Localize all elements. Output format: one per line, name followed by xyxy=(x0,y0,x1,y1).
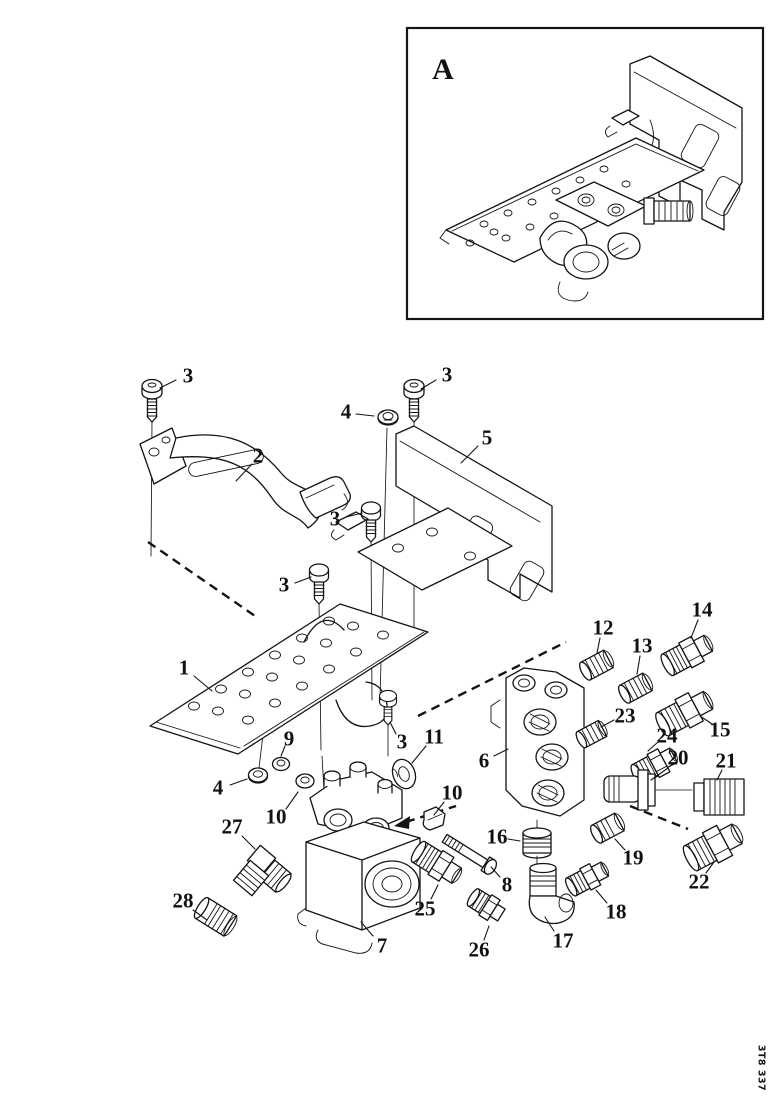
part-10-clip xyxy=(422,806,446,831)
callout-6: 6 xyxy=(478,748,490,773)
part-3-screw-d xyxy=(308,563,330,605)
part-10-nut xyxy=(295,773,315,789)
dashed-lines xyxy=(147,541,689,831)
part-15-fitting xyxy=(655,690,714,737)
part-12-plug xyxy=(578,649,615,681)
dashed-arrowhead xyxy=(394,816,410,829)
callout-7: 7 xyxy=(376,933,388,958)
part-1-mounting-plate xyxy=(149,603,429,755)
callout-26: 26 xyxy=(468,937,490,962)
callout-22: 22 xyxy=(688,869,710,894)
callout-13: 13 xyxy=(631,633,653,658)
callout-20: 20 xyxy=(667,745,689,770)
callout-11: 11 xyxy=(424,724,444,749)
callout-10-a: 10 xyxy=(265,804,287,829)
valve-top-bosses xyxy=(323,761,393,794)
callout-17: 17 xyxy=(552,928,574,953)
callout-5: 5 xyxy=(481,425,493,450)
part-3-screw-a xyxy=(141,378,163,423)
callout-12: 12 xyxy=(592,615,614,640)
callout-3-b: 3 xyxy=(441,362,453,387)
part-26-fitting xyxy=(466,888,506,922)
callout-27: 27 xyxy=(221,814,243,839)
part-5-bracket xyxy=(331,425,553,602)
callout-25: 25 xyxy=(414,896,436,921)
callout-19: 19 xyxy=(622,845,644,870)
part-23-nut xyxy=(575,719,608,749)
callout-3-a: 3 xyxy=(182,363,194,388)
part-14-fitting xyxy=(660,634,714,677)
part-9-nut xyxy=(271,756,291,772)
part-18-fitting xyxy=(564,861,610,897)
callout-9: 9 xyxy=(283,726,295,751)
part-19-nut xyxy=(589,812,626,844)
callout-16: 16 xyxy=(486,824,508,849)
callout-3-e: 3 xyxy=(396,729,408,754)
drawing-number: 3T8 337 xyxy=(755,1044,767,1092)
part-3-screw-b xyxy=(403,378,425,423)
callout-2: 2 xyxy=(252,443,264,468)
part-17-elbow xyxy=(528,862,575,925)
part-7-valve-body xyxy=(297,761,421,954)
part-3-screw-c xyxy=(360,501,382,543)
callout-14: 14 xyxy=(691,597,713,622)
callout-4-b: 4 xyxy=(212,775,224,800)
part-21-hose-connector xyxy=(693,778,745,816)
callout-21: 21 xyxy=(715,748,737,773)
part-28-fitting xyxy=(193,896,238,937)
leader-lines xyxy=(159,379,723,941)
callout-10-b: 10 xyxy=(441,780,463,805)
inset-assembled-view xyxy=(439,55,743,302)
part-16-cap xyxy=(522,827,552,859)
part-4-nut-b xyxy=(247,767,269,784)
part-6-manifold xyxy=(490,667,585,817)
callout-15: 15 xyxy=(709,717,731,742)
callout-1: 1 xyxy=(178,655,190,680)
inset-view-box xyxy=(405,26,765,321)
part-27-elbow xyxy=(232,844,292,897)
callout-3-c: 3 xyxy=(329,506,341,531)
callout-3-d: 3 xyxy=(278,572,290,597)
callout-8: 8 xyxy=(501,872,513,897)
callout-23: 23 xyxy=(614,703,636,728)
part-20-elbow xyxy=(603,769,656,811)
part-11-washer xyxy=(391,758,417,790)
inset-view-label: A xyxy=(432,53,454,86)
callout-4-a: 4 xyxy=(340,399,352,424)
plate-holes xyxy=(188,616,389,725)
callout-24: 24 xyxy=(656,723,678,748)
part-25-fitting xyxy=(410,840,463,884)
part-4-nut-a xyxy=(377,409,399,426)
callout-28: 28 xyxy=(172,888,194,913)
callout-18: 18 xyxy=(605,899,627,924)
part-2-clamp-strap xyxy=(139,427,351,529)
part-8-bolt xyxy=(441,833,498,875)
part-3-screw-e xyxy=(378,689,398,726)
part-13-plug xyxy=(617,672,654,704)
part-22-fitting xyxy=(682,823,744,872)
